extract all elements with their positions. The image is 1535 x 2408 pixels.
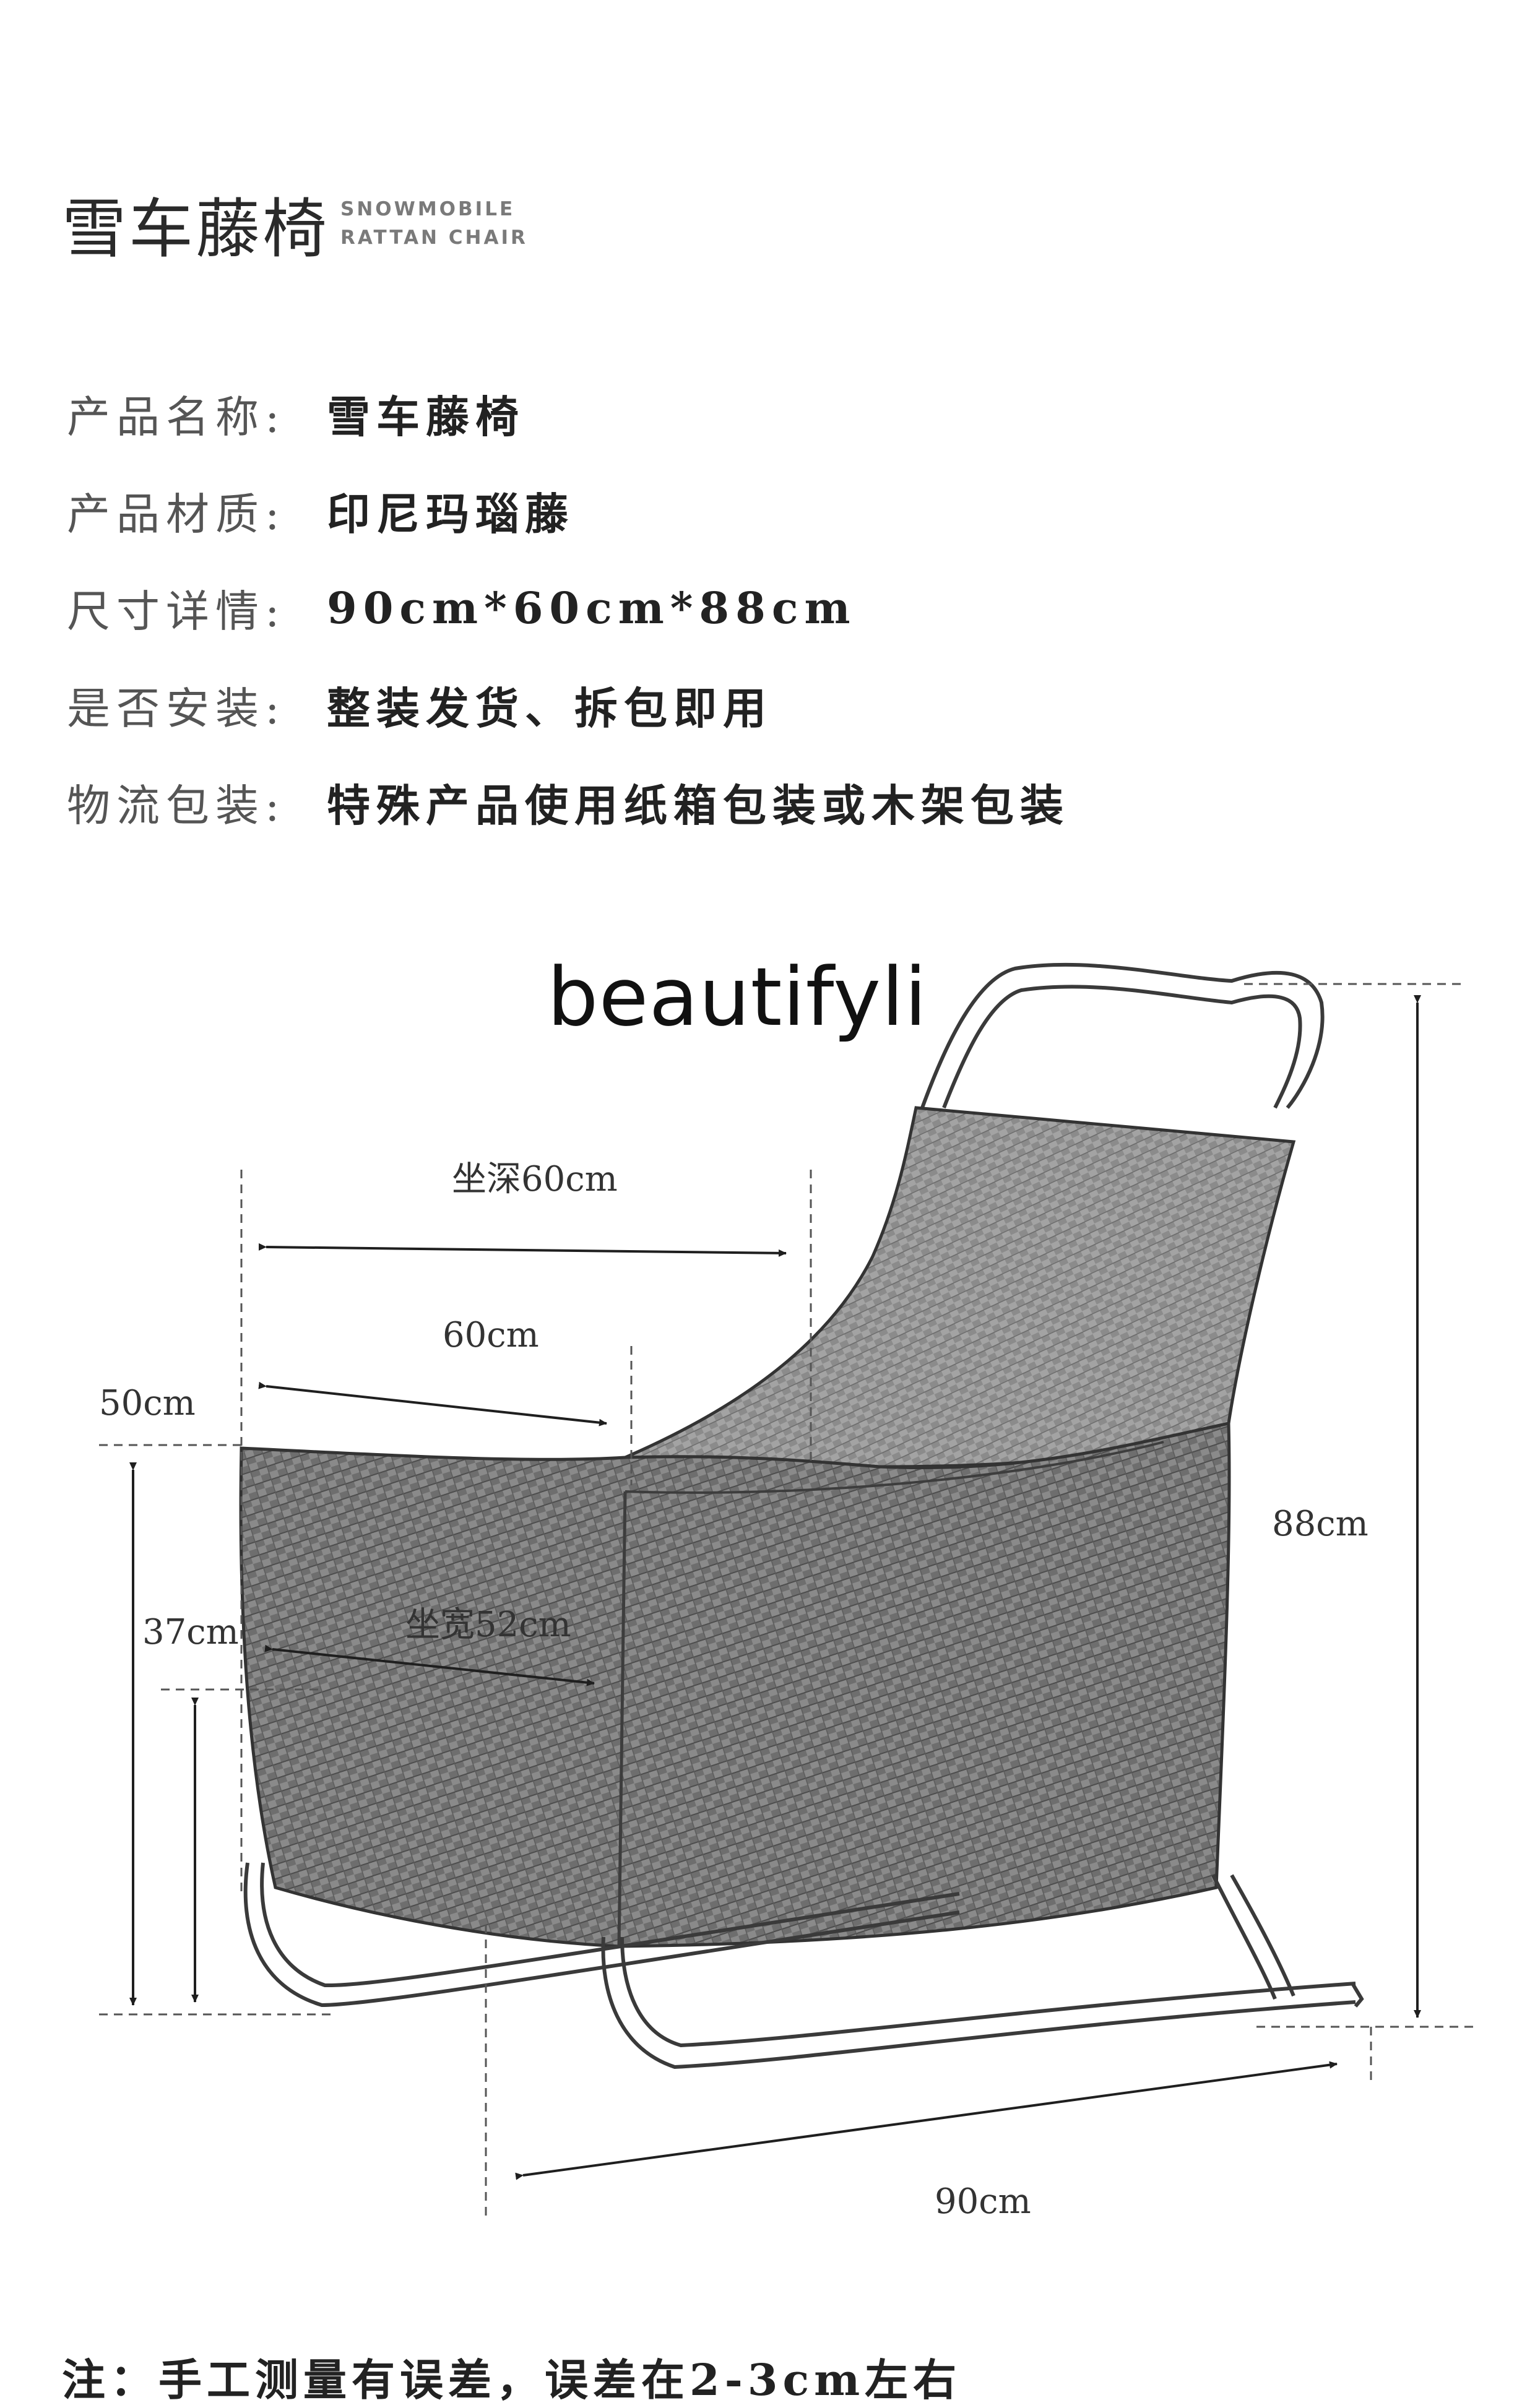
spec-row-name: 产品名称: 雪车藤椅 [67, 365, 1070, 462]
dimension-label-seat-depth: 坐深60cm [452, 1159, 618, 1199]
dimension-label-seat-height: 37cm [142, 1612, 239, 1652]
chair-base-frame [243, 1862, 1364, 2069]
dimension-label-total-height: 88cm [1272, 1504, 1369, 1544]
spec-label: 物流包装: [67, 780, 286, 831]
title-chinese: 雪车藤椅 [62, 191, 330, 267]
chair-backrest [625, 1106, 1296, 1469]
spec-value: 印尼玛瑙藤 [327, 488, 574, 540]
title-english-line1: SNOWMOBILE [340, 197, 516, 220]
spec-value: 整装发货、拆包即用 [327, 683, 772, 734]
title-english-line2: RATTAN CHAIR [340, 226, 528, 249]
watermark-text: beautifyli [547, 950, 928, 1044]
spec-list: 产品名称: 雪车藤椅 产品材质: 印尼玛瑙藤 尺寸详情: 90cm*60cm*8… [67, 365, 1070, 851]
title-english: SNOWMOBILE RATTAN CHAIR [340, 195, 528, 252]
spec-row-packaging: 物流包装: 特殊产品使用纸箱包装或木架包装 [67, 754, 1070, 851]
dimension-label-seat-width: 坐宽52cm [405, 1605, 571, 1645]
spec-label: 是否安装: [67, 683, 286, 734]
dimension-label-arm-depth: 60cm [443, 1315, 539, 1355]
page-title: 雪车藤椅 SNOWMOBILE RATTAN CHAIR [62, 176, 528, 270]
measurement-note: 注：手工测量有误差，误差在2-3cm左右 [62, 2354, 962, 2406]
spec-row-install: 是否安装: 整装发货、拆包即用 [67, 657, 1070, 754]
spec-value: 90cm*60cm*88cm [327, 582, 857, 634]
spec-label: 产品材质: [67, 489, 286, 540]
chair-seat-body [239, 1421, 1231, 1948]
spec-value: 特殊产品使用纸箱包装或木架包装 [327, 780, 1070, 831]
chair-front-panel-edge [617, 1491, 627, 1947]
dimension-label-arm-height: 50cm [99, 1383, 196, 1423]
spec-value: 雪车藤椅 [327, 391, 525, 442]
spec-row-material: 产品材质: 印尼玛瑙藤 [67, 462, 1070, 559]
dimension-guides [99, 983, 1479, 2216]
dimension-label-total-length: 90cm [935, 2181, 1031, 2222]
spec-label: 尺寸详情: [67, 586, 286, 637]
spec-label: 产品名称: [67, 392, 286, 442]
chair-back-frame [920, 962, 1325, 1109]
chair-seat-top-edge [625, 1441, 1164, 1494]
spec-row-size: 尺寸详情: 90cm*60cm*88cm [67, 559, 1070, 657]
dimension-arrows [129, 995, 1421, 2180]
